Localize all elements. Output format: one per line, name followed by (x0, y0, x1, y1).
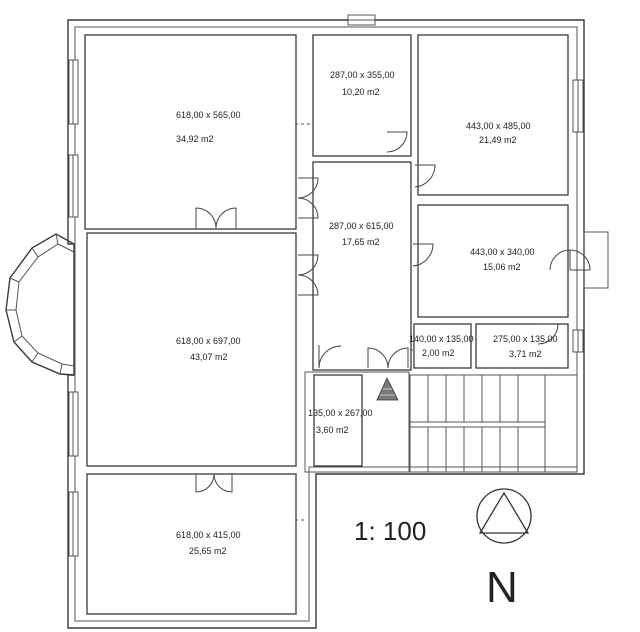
room-7-area: 2,00 m2 (422, 348, 455, 358)
room-6-area: 43,07 m2 (190, 352, 228, 362)
room-5-size: 443,00 x 340,00 (470, 247, 535, 257)
room-8-size: 275,00 x 135,00 (493, 334, 558, 344)
room-3-size: 443,00 x 485,00 (466, 121, 531, 131)
north-arrow-icon (476, 488, 532, 544)
scale-label: 1: 100 (354, 516, 426, 546)
room-9-area: 3,60 m2 (316, 425, 349, 435)
openings (295, 123, 415, 521)
exterior-walls (67, 19, 585, 629)
hall (304, 371, 410, 473)
room-6-size: 618,00 x 697,00 (176, 336, 241, 346)
room-9 (313, 374, 363, 467)
room-7 (413, 323, 472, 369)
room-2-size: 287,00 x 355,00 (330, 70, 395, 80)
room-10-size: 618,00 x 415,00 (176, 530, 241, 540)
room-2 (312, 34, 412, 157)
room-4-area: 17,65 m2 (342, 237, 380, 247)
room-4-size: 287,00 x 615,00 (329, 221, 394, 231)
windows (68, 14, 584, 557)
room-9-size: 135,00 x 267,00 (308, 408, 373, 418)
room-10-area: 25,65 m2 (189, 546, 227, 556)
room-3 (417, 34, 569, 196)
north-label: N (486, 563, 518, 612)
room-4 (312, 161, 412, 371)
doors (195, 131, 591, 493)
room-10 (86, 473, 297, 615)
room-8-area: 3,71 m2 (509, 349, 542, 359)
room-5 (417, 204, 569, 318)
bay-window (5, 233, 75, 376)
room-5-area: 15,06 m2 (483, 262, 521, 272)
room-7-size: 140,00 x 135,00 (409, 334, 474, 344)
staircase (409, 374, 578, 473)
room-6 (86, 232, 297, 467)
balcony (583, 231, 609, 289)
room-3-area: 21,49 m2 (479, 135, 517, 145)
room-1 (84, 34, 297, 230)
room-1-area: 34,92 m2 (176, 134, 214, 144)
room-1-size: 618,00 x 565,00 (176, 110, 241, 120)
room-2-area: 10,20 m2 (342, 87, 380, 97)
room-8 (475, 323, 569, 369)
entrance-marker (376, 377, 399, 401)
